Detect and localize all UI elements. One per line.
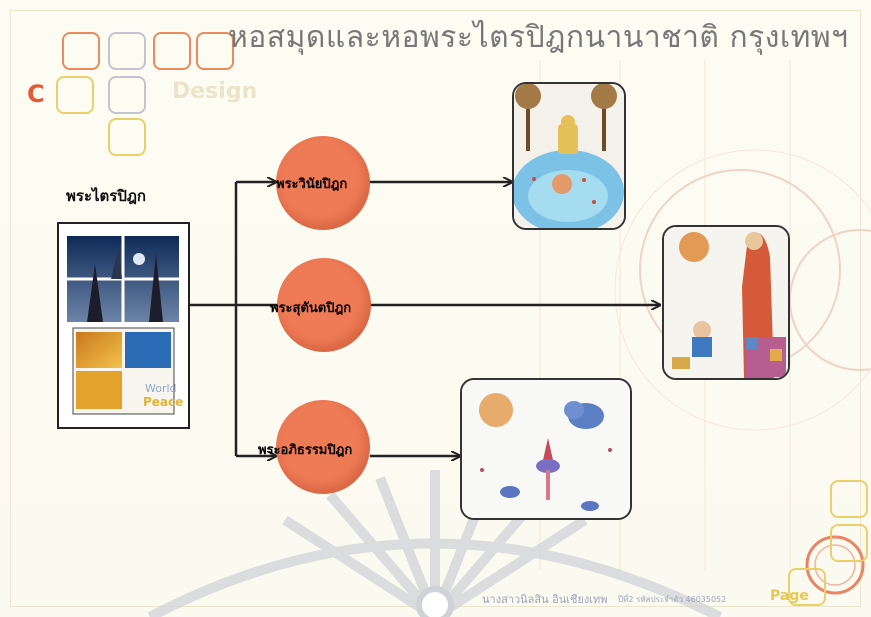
deco-square	[108, 32, 146, 70]
source-label: พระไตรปิฎก	[66, 187, 147, 205]
deco-square	[788, 568, 826, 606]
logo-word: Design	[172, 79, 258, 104]
deco-square	[108, 76, 146, 114]
source-photo: World Peace	[67, 236, 183, 415]
node-vinaya-circle	[276, 136, 370, 230]
illustration-card-abhidhamma	[460, 378, 632, 520]
abhidhamma-illustration	[462, 380, 630, 518]
source-photo-box: World Peace	[57, 222, 190, 429]
photo-caption-peace: Peace	[143, 395, 183, 409]
footer-author: นางสาวนิลสิน อินเชียงเทพ	[482, 593, 608, 606]
deco-square	[830, 524, 868, 562]
deco-square	[62, 32, 100, 70]
deco-square	[56, 76, 94, 114]
node-vinaya-label: พระวินัยปิฎก	[276, 177, 348, 192]
deco-square	[153, 32, 191, 70]
node-sutta-label: พระสุตันตปิฎก	[270, 301, 352, 316]
logo-letter: C	[27, 80, 45, 108]
node-abhidhamma-circle	[276, 400, 370, 494]
sutta-illustration	[664, 227, 788, 378]
illustration-card-vinaya	[512, 82, 626, 230]
photo-caption-world: World	[145, 382, 177, 395]
vinaya-illustration	[514, 84, 624, 228]
slide-title: หอสมุดและหอพระไตรปิฎกนานาชาติ กรุงเทพฯ	[228, 20, 849, 55]
deco-square	[830, 480, 868, 518]
footer-page-label: Page	[770, 588, 809, 604]
node-abhidhamma-label: พระอภิธรรมปิฎก	[258, 443, 353, 458]
deco-square	[196, 32, 234, 70]
node-sutta-circle	[277, 258, 371, 352]
footer-student-id: ปีที่2 รหัสประจำตัว 46035052	[618, 595, 727, 604]
illustration-card-sutta	[662, 225, 790, 380]
deco-square	[108, 118, 146, 156]
